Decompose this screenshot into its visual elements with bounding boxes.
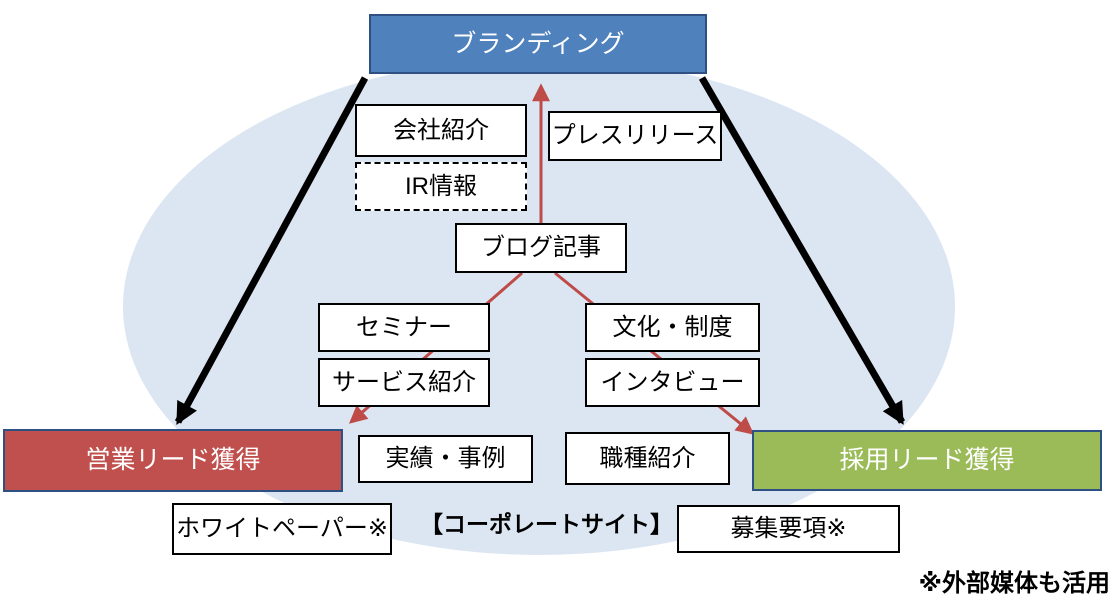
node-blog-article-label: ブログ記事: [481, 234, 601, 261]
node-application-guidelines: 募集要項※: [677, 505, 900, 553]
node-recruit-lead: 採用リード獲得: [752, 430, 1102, 491]
node-results-cases-label: 実績・事例: [385, 445, 506, 472]
node-seminar: セミナー: [318, 303, 490, 352]
node-application-guidelines-label: 募集要項※: [730, 515, 847, 542]
node-seminar-label: セミナー: [356, 313, 452, 341]
node-job-category-intro: 職種紹介: [565, 432, 730, 485]
node-whitepaper: ホワイトペーパー※: [172, 503, 392, 555]
node-sales-lead: 営業リード獲得: [3, 429, 343, 492]
node-results-cases: 実績・事例: [358, 435, 533, 483]
external-media-footnote: ※外部媒体も活用: [918, 570, 1110, 597]
node-service-intro: サービス紹介: [318, 358, 490, 407]
node-branding-label: ブランディング: [451, 29, 625, 58]
node-ir-info: IR情報: [355, 162, 527, 211]
corporate-site-caption: 【コーポレートサイト】: [420, 511, 673, 537]
node-whitepaper-label: ホワイトペーパー※: [176, 515, 388, 542]
node-job-category-intro-label: 職種紹介: [599, 444, 696, 472]
node-press-release: プレスリリース: [548, 111, 722, 161]
black-arrow-branding-to-sales: [174, 76, 369, 425]
node-culture-system: 文化・制度: [585, 303, 760, 352]
red-arrow-blog-to-recruit-lead: [554, 271, 755, 435]
node-interview-label: インタビュー: [600, 368, 745, 396]
node-service-intro-label: サービス紹介: [332, 368, 476, 396]
black-arrow-branding-to-recruit: [698, 76, 906, 425]
node-ir-info-label: IR情報: [405, 172, 477, 200]
node-branding: ブランディング: [369, 14, 707, 74]
node-company-intro: 会社紹介: [355, 104, 527, 157]
node-culture-system-label: 文化・制度: [612, 313, 733, 341]
node-blog-article: ブログ記事: [455, 223, 627, 273]
node-press-release-label: プレスリリース: [551, 122, 719, 149]
node-recruit-lead-label: 採用リード獲得: [839, 446, 1015, 474]
node-interview: インタビュー: [585, 358, 760, 407]
node-company-intro-label: 会社紹介: [393, 116, 489, 144]
node-sales-lead-label: 営業リード獲得: [85, 446, 261, 474]
